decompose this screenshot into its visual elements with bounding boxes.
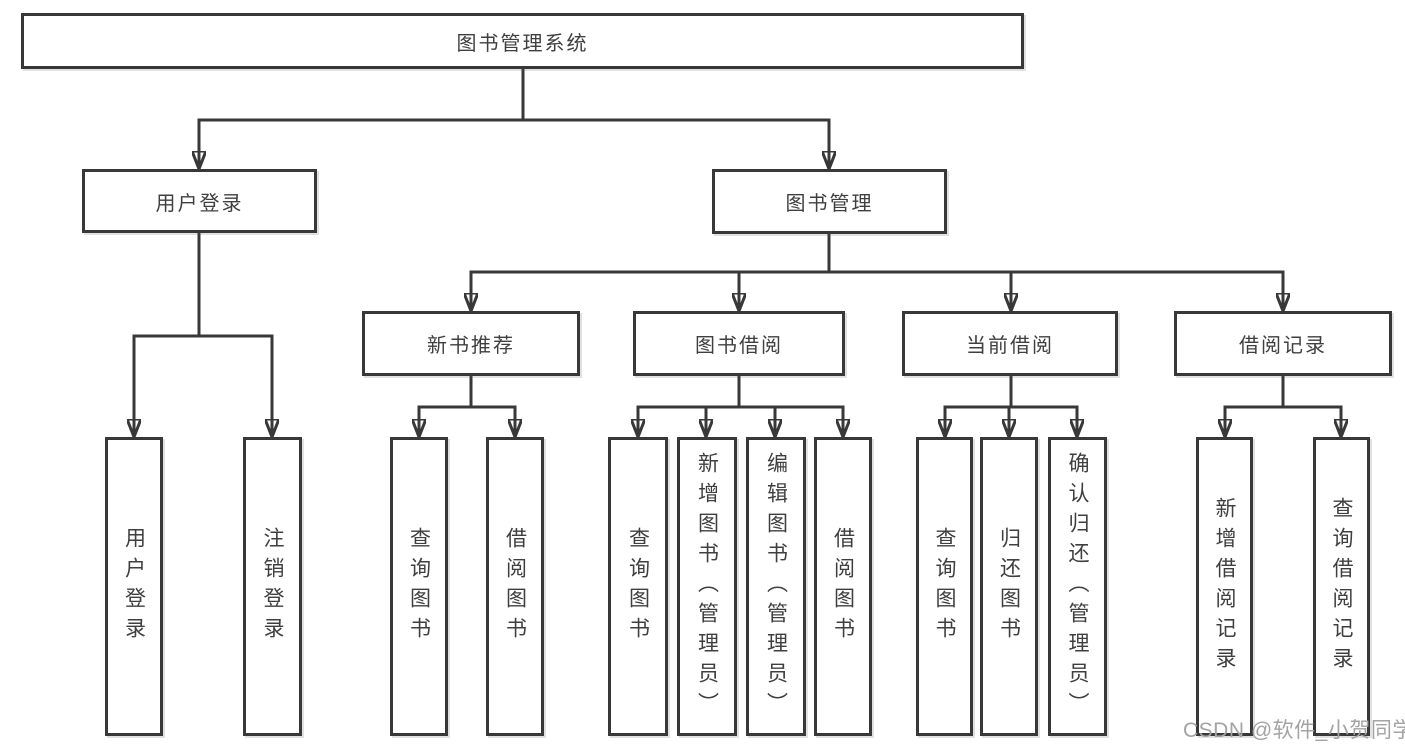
connector-current-borrowing-to-leaves — [944, 376, 1079, 433]
leaf-label: 用户登录 — [122, 526, 146, 647]
node-label: 新书推荐 — [427, 335, 515, 357]
leaf-user-login: 用户登录 — [105, 437, 163, 736]
node-user-login: 用户登录 — [82, 169, 317, 233]
leaf-label: 查询图书 — [407, 526, 431, 647]
leaf-label: 查询图书 — [933, 526, 956, 647]
leaf-label: 查询借阅记录 — [1330, 496, 1353, 677]
leaf-borrow-books-borrowing: 借阅图书 — [814, 437, 872, 736]
leaf-return-books: 归还图书 — [980, 437, 1038, 736]
leaf-label: 借阅图书 — [503, 526, 527, 647]
node-label: 借阅记录 — [1239, 335, 1327, 357]
node-library-management-system: 图书管理系统 — [21, 13, 1024, 69]
node-label: 图书管理 — [785, 193, 874, 215]
connector-root-to-level2 — [198, 69, 831, 165]
csdn-watermark: CSDN @软件_小贺同学 — [1183, 719, 1405, 742]
leaf-label: 归还图书 — [997, 526, 1021, 647]
leaf-label: 新增图书（管理员） — [695, 451, 719, 722]
node-borrowing-records: 借阅记录 — [1174, 311, 1392, 376]
leaf-query-books-borrowing: 查询图书 — [608, 437, 668, 736]
leaf-label: 注销登录 — [261, 526, 284, 647]
node-label: 图书管理系统 — [456, 32, 589, 55]
leaf-query-books-recommend: 查询图书 — [390, 437, 448, 736]
leaf-label: 新增借阅记录 — [1213, 496, 1236, 677]
leaf-logout-login: 注销登录 — [243, 437, 302, 736]
leaf-label: 查询图书 — [626, 526, 650, 647]
leaf-label: 借阅图书 — [831, 526, 855, 647]
leaf-confirm-return-admin: 确认归还（管理员） — [1048, 437, 1107, 736]
connector-book-management-to-level3 — [470, 234, 1285, 307]
leaf-label: 确认归还（管理员） — [1066, 451, 1089, 722]
connector-book-borrowing-to-leaves — [637, 376, 845, 433]
node-label: 当前借阅 — [966, 335, 1054, 357]
leaf-label: 编辑图书（管理员） — [764, 451, 788, 722]
node-label: 用户登录 — [155, 192, 244, 215]
leaf-add-books-admin: 新增图书（管理员） — [677, 437, 737, 736]
leaf-add-borrowing-record: 新增借阅记录 — [1196, 437, 1253, 736]
node-book-management: 图书管理 — [712, 169, 947, 234]
node-current-borrowing: 当前借阅 — [902, 311, 1118, 376]
leaf-query-books-current: 查询图书 — [916, 437, 973, 736]
node-label: 图书借阅 — [695, 335, 783, 357]
leaf-query-borrowing-record: 查询借阅记录 — [1313, 437, 1370, 736]
node-new-book-recommendation: 新书推荐 — [362, 311, 580, 376]
connector-user-login-to-leaves — [133, 233, 274, 433]
connector-new-book-recommendation-to-leaves — [418, 376, 517, 433]
connector-borrowing-records-to-leaves — [1224, 376, 1343, 433]
leaf-edit-books-admin: 编辑图书（管理员） — [746, 437, 806, 736]
node-book-borrowing: 图书借阅 — [633, 311, 845, 376]
leaf-borrow-books-recommend: 借阅图书 — [486, 437, 544, 736]
